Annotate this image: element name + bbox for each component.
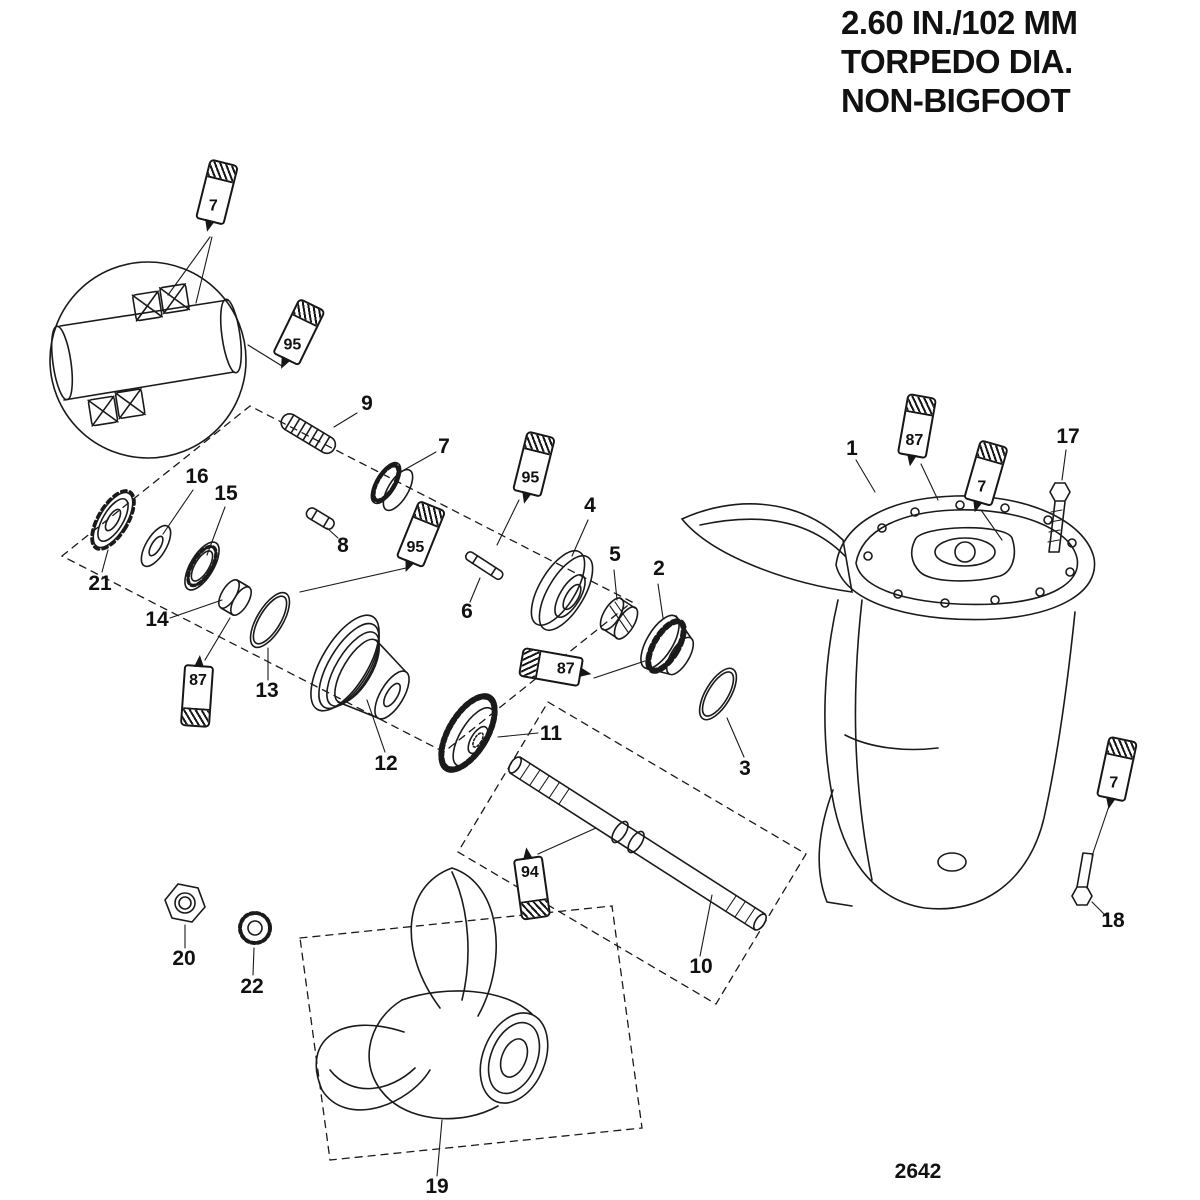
part-number-text: 95 <box>521 469 540 487</box>
part-number-label: 13 <box>255 679 279 702</box>
part-number-text: 87 <box>189 672 207 690</box>
title-line-2: TORPEDO DIA. <box>841 42 1073 80</box>
sealant-tube-callout: 94 <box>512 855 552 921</box>
part-number-label: 7 <box>438 435 450 458</box>
part-number-text: 7 <box>1109 774 1119 792</box>
sealant-tube-callout: 7 <box>963 439 1009 507</box>
sealant-tube-callout: 95 <box>395 499 447 569</box>
sealant-tube-callout: 87 <box>517 646 585 688</box>
diagram-number: 2642 <box>894 1160 942 1183</box>
propeller-drawing <box>315 867 549 1120</box>
part-number-label: 4 <box>584 494 596 517</box>
part-number-text: 95 <box>406 538 425 556</box>
part-number-label: 11 <box>539 722 563 745</box>
part-number-label: 14 <box>145 608 169 631</box>
part-number-text: 94 <box>521 864 539 882</box>
part-number-label: 12 <box>374 752 398 775</box>
part-number-label: 17 <box>1056 425 1080 448</box>
part-number-label: 5 <box>609 543 621 566</box>
title-line-1: 2.60 IN./102 MM <box>841 4 1078 41</box>
sealant-tube-callout: 87 <box>896 392 938 460</box>
part-number-label: 10 <box>689 955 713 978</box>
bearing-carrier-detail-view <box>49 236 247 459</box>
part-number-label: 22 <box>240 975 264 998</box>
part-number-text: 95 <box>283 336 302 354</box>
part-number-label: 1 <box>846 437 858 460</box>
part-number-label: 9 <box>361 392 373 415</box>
part-number-text: 7 <box>208 197 218 215</box>
part-number-text: 7 <box>977 478 987 496</box>
part-number-label: 2 <box>653 557 665 580</box>
sealant-tube-callout: 95 <box>271 297 327 367</box>
part-number-text: 87 <box>556 660 575 678</box>
part-number-label: 3 <box>739 757 751 780</box>
part-number-label: 18 <box>1101 909 1125 932</box>
part-number-label: 21 <box>88 572 112 595</box>
part-number-label: 6 <box>461 600 473 623</box>
sealant-tube-callout: 95 <box>511 430 557 498</box>
title-line-3: NON-BIGFOOT <box>841 81 1071 119</box>
sealant-tube-callout: 87 <box>179 664 215 728</box>
part-number-label: 8 <box>337 534 349 557</box>
leader-lines <box>101 344 1110 1177</box>
part-number-label: 15 <box>214 482 238 505</box>
gear-housing-drawing <box>680 495 1096 910</box>
sealant-tube-callout: 7 <box>194 158 240 226</box>
part-number-text: 87 <box>905 431 924 449</box>
part-number-label: 16 <box>185 465 209 488</box>
driveline-components <box>90 413 1094 945</box>
sealant-tube-callout: 7 <box>1095 735 1139 803</box>
diagram-title: 2.60 IN./102 MM TORPEDO DIA. NON-BIGFOOT <box>841 4 1181 121</box>
part-number-label: 19 <box>425 1175 449 1198</box>
part-number-label: 20 <box>172 947 196 970</box>
